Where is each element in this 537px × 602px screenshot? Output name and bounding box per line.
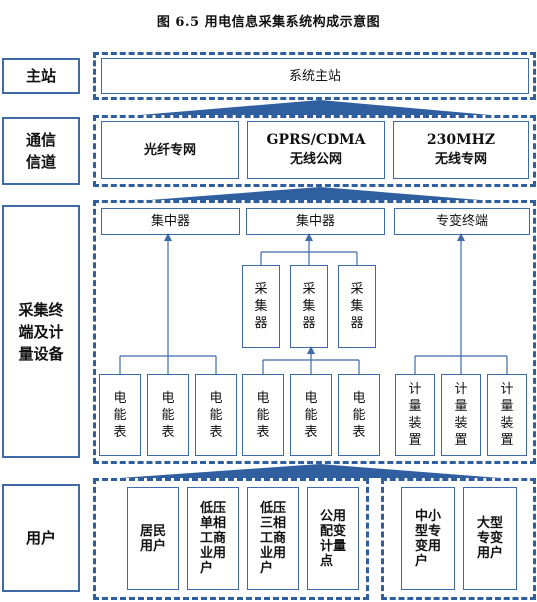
small-medium-dedicated-user-label: 中小 型专 变用 户 [414, 508, 441, 569]
energy-meter-box-4: 电 能 表 [242, 374, 284, 456]
energy-meter-box-1: 电 能 表 [99, 374, 141, 456]
layer-label-user: 用户 [2, 484, 80, 592]
dedicated-user-region [381, 478, 536, 600]
energy-meter-box-5: 电 能 表 [290, 374, 332, 456]
energy-meter-label: 电 能 表 [256, 390, 270, 440]
fiber-network-box: 光纤专网 [101, 121, 239, 179]
metering-device-label: 计 量 装 置 [454, 382, 468, 448]
figure-title: 图 6.5 用电信息采集系统构成示意图 [156, 15, 381, 30]
metering-device-label: 计 量 装 置 [500, 382, 514, 448]
large-dedicated-user-label: 大型 专变 用户 [476, 516, 503, 561]
mhz-network-box: 230MHZ 无线专网 [393, 121, 529, 179]
layer-label-master: 主站 [2, 58, 80, 94]
dedicated-terminal-box: 专变终端 [394, 208, 530, 235]
metering-device-box-1: 计 量 装 置 [395, 374, 435, 456]
collector-label: 采 集 器 [350, 282, 364, 331]
energy-meter-label: 电 能 表 [161, 390, 175, 440]
public-wireless-label: 无线公网 [289, 152, 342, 167]
public-transformer-metering-box: 公用 配变 计量 点 [307, 487, 359, 590]
system-master-box: 系统主站 [101, 58, 529, 94]
uplink-arrow-master [140, 100, 490, 115]
small-medium-dedicated-user-box: 中小 型专 变用 户 [401, 487, 455, 590]
energy-meter-box-2: 电 能 表 [147, 374, 189, 456]
collector-box-3: 采 集 器 [338, 265, 376, 348]
layer-label-channel: 通信 信道 [2, 117, 80, 185]
master-region [93, 52, 536, 100]
low-voltage-single-phase-box: 低压 单相 工商 业用 户 [187, 487, 239, 590]
collector-box-1: 采 集 器 [242, 265, 280, 348]
uplink-arrow-channel [150, 187, 480, 200]
energy-meter-label: 电 能 表 [113, 390, 127, 440]
energy-meter-label: 电 能 表 [209, 390, 223, 440]
metering-device-label: 计 量 装 置 [408, 382, 422, 448]
concentrator-box-1: 集中器 [101, 208, 240, 235]
metering-device-box-3: 计 量 装 置 [487, 374, 527, 456]
energy-meter-label: 电 能 表 [352, 390, 366, 440]
energy-meter-box-6: 电 能 表 [338, 374, 380, 456]
gprs-label: GPRS/CDMA [266, 132, 366, 148]
residential-user-box: 居民 用户 [127, 487, 179, 590]
gprs-network-box: GPRS/CDMA 无线公网 [247, 121, 385, 179]
collector-box-2: 采 集 器 [290, 265, 328, 348]
low-voltage-single-phase-label: 低压 单相 工商 业用 户 [199, 501, 226, 576]
uplink-arrow-terminal [120, 464, 500, 478]
collector-label: 采 集 器 [254, 282, 268, 331]
public-transformer-metering-label: 公用 配变 计量 点 [319, 508, 346, 569]
collector-label: 采 集 器 [302, 282, 316, 331]
terminal-region [93, 200, 536, 464]
private-wireless-label: 无线专网 [434, 152, 487, 167]
concentrator-box-2: 集中器 [246, 208, 385, 235]
residential-user-label: 居民 用户 [139, 523, 166, 554]
mhz-label: 230MHZ [426, 132, 496, 148]
layer-label-terminal: 采集终 端及计 量设备 [2, 205, 80, 458]
public-user-region [93, 478, 369, 600]
energy-meter-label: 电 能 表 [304, 390, 318, 440]
low-voltage-three-phase-box: 低压 三相 工商 业用 户 [247, 487, 299, 590]
energy-meter-box-3: 电 能 表 [195, 374, 237, 456]
channel-region [93, 115, 536, 187]
large-dedicated-user-box: 大型 专变 用户 [463, 487, 517, 590]
low-voltage-three-phase-label: 低压 三相 工商 业用 户 [259, 501, 286, 576]
metering-device-box-2: 计 量 装 置 [441, 374, 481, 456]
